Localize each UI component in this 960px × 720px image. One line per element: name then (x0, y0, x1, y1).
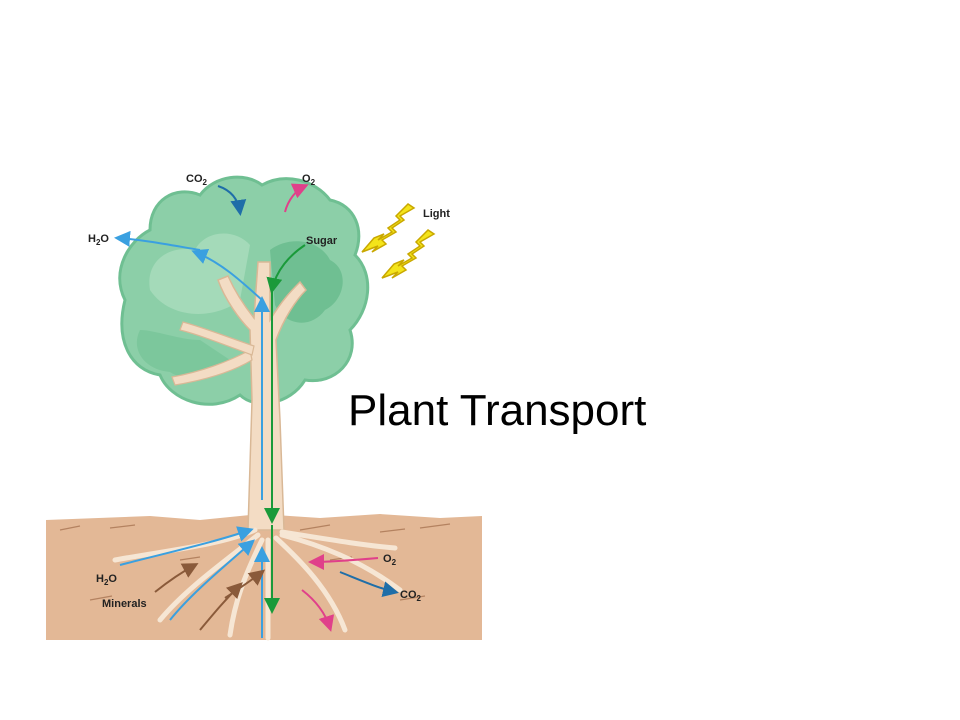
sugar-flow-arrows (264, 244, 306, 614)
o2-bottom-label: O2 (383, 553, 397, 567)
co2-top-label: CO2 (186, 173, 208, 187)
minerals-label: Minerals (102, 598, 147, 610)
water-flow-arrows (114, 230, 270, 638)
light-bolt-icon (361, 203, 436, 279)
slide-title: Plant Transport (348, 386, 647, 435)
tree-foliage (118, 175, 370, 406)
light-label: Light (423, 208, 450, 220)
gas-exchange-arrows (217, 183, 399, 632)
sugar-label: Sugar (306, 235, 338, 247)
mineral-flow-arrows (154, 563, 266, 631)
o2-top-label: O2 (302, 173, 316, 187)
h2o-top-label: H2O (88, 233, 109, 247)
h2o-bottom-label: H2O (96, 573, 117, 587)
co2-bottom-label: CO2 (400, 589, 422, 603)
